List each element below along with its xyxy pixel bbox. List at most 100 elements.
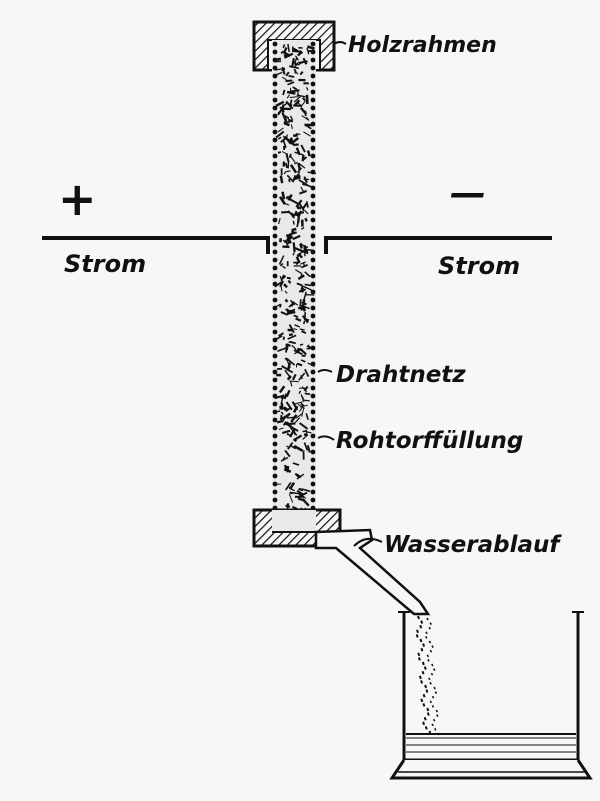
peat-fiber <box>278 217 281 225</box>
peat-fiber <box>285 308 293 313</box>
peat-fiber <box>299 343 304 346</box>
peat-fiber <box>297 403 305 409</box>
peat-fiber <box>281 150 289 155</box>
peat-fiber <box>289 96 299 98</box>
mesh-dot <box>272 281 278 287</box>
mesh-dot <box>272 41 278 47</box>
peat-fiber <box>283 170 287 175</box>
peat-fiber <box>281 191 286 200</box>
peat-fiber <box>286 195 291 199</box>
water-drop <box>433 668 436 671</box>
peat-fiber <box>303 320 306 325</box>
mesh-dot <box>272 433 278 439</box>
peat-fiber <box>279 280 285 288</box>
peat-fiber <box>301 154 305 162</box>
water-drop <box>432 718 436 722</box>
peat-fiber <box>292 234 301 241</box>
water-drop <box>424 684 428 689</box>
water-drop <box>434 728 437 731</box>
peat-fiber <box>298 60 308 64</box>
peat-fiber <box>280 456 289 462</box>
peat-fiber <box>293 348 303 355</box>
water-drop <box>416 629 419 634</box>
peat-fiber <box>300 263 309 269</box>
peat-fiber <box>289 380 293 387</box>
peat-fiber <box>306 47 310 55</box>
peat-fiber <box>285 344 288 353</box>
peat-fiber <box>289 491 294 495</box>
peat-fiber <box>304 210 309 215</box>
water-drop <box>425 689 429 693</box>
peat-fiber <box>280 402 284 410</box>
water-drop <box>421 661 425 666</box>
water-drop <box>426 707 430 712</box>
water-drop <box>422 693 426 698</box>
peat-fiber <box>287 279 292 284</box>
peat-fiber <box>306 445 311 453</box>
mesh-dot <box>272 81 278 87</box>
mesh-dot <box>310 89 316 95</box>
current-label-left: Strom <box>64 250 146 278</box>
water-drop <box>431 645 434 648</box>
peat-fiber <box>306 150 311 157</box>
peat-fiber <box>286 174 295 183</box>
mesh-dot <box>272 137 278 143</box>
mesh-dot <box>272 65 278 71</box>
peat-fiber <box>299 189 307 195</box>
mesh-dot <box>310 49 316 55</box>
mesh-dot <box>310 441 316 447</box>
mesh-dot <box>310 353 316 359</box>
peat-fiber <box>294 161 298 165</box>
water-drop <box>429 622 432 625</box>
mesh-dot <box>272 105 278 111</box>
peat-fiber <box>303 385 309 392</box>
peat-fiber <box>303 176 308 184</box>
water-drop <box>418 675 422 680</box>
mesh-dot <box>272 201 278 207</box>
mesh-dot <box>272 289 278 295</box>
peat-fiber <box>296 206 302 210</box>
peat-fiber <box>280 275 287 281</box>
mesh-dot <box>272 161 278 167</box>
mesh-dot <box>310 65 316 71</box>
peat-fiber <box>277 127 284 133</box>
peat-fiber <box>303 433 308 437</box>
peat-fiber <box>298 162 306 169</box>
peat-fiber <box>296 489 304 496</box>
water-drop <box>419 624 423 629</box>
wire-mesh-right <box>310 41 316 527</box>
peat-fiber <box>303 245 309 251</box>
mesh-dot <box>272 457 278 463</box>
mesh-dot <box>272 49 278 55</box>
water-drop <box>431 705 435 708</box>
peat-fiber <box>282 336 286 341</box>
peat-fiber <box>279 196 286 205</box>
peat-fiber <box>293 401 303 405</box>
peat-fiber <box>291 137 300 144</box>
water-drop <box>433 686 436 690</box>
water-drop <box>422 721 426 726</box>
peat-fiber <box>300 359 306 363</box>
mesh-dot <box>272 265 278 271</box>
peat-fiber <box>294 99 301 106</box>
peat-fiber <box>298 202 305 212</box>
peat-fiber <box>282 265 286 269</box>
peat-fiber <box>280 411 284 415</box>
mesh-dot <box>310 361 316 367</box>
peat-fiber <box>294 211 305 215</box>
water-drop <box>420 680 424 684</box>
peat-fiber <box>288 487 295 492</box>
mesh-dot <box>272 417 278 423</box>
peat-fiber <box>289 427 296 438</box>
peat-fiber <box>275 100 285 107</box>
peat-fiber <box>301 182 306 186</box>
peat-fiber <box>281 365 290 372</box>
peat-label: Rohtorffüllung <box>336 428 523 454</box>
water-drop <box>431 695 435 699</box>
peat-fiber <box>296 473 302 479</box>
peat-fiber <box>288 324 295 334</box>
mesh-dot <box>310 121 316 127</box>
water-drop <box>428 640 432 644</box>
peat-fiber <box>285 100 294 110</box>
water-drop <box>431 663 434 667</box>
